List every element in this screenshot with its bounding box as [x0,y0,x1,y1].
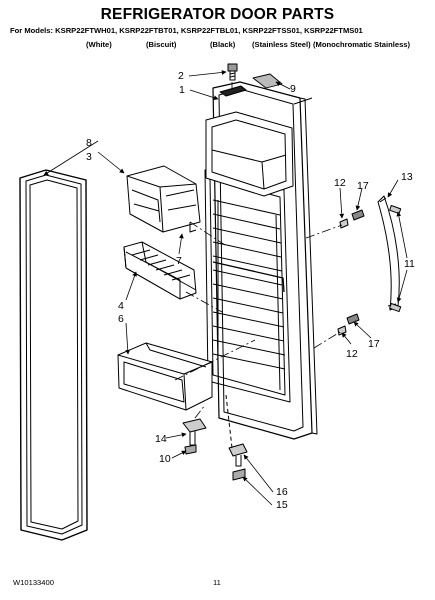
handle-screws-top [339,209,365,229]
door-panel [204,81,318,440]
callout-12-bottom: 12 [346,348,358,360]
handle-screws-bottom [337,313,360,336]
callout-14: 14 [155,433,167,445]
callout-6: 6 [118,313,124,325]
variant-black: (Black) [210,40,236,49]
variant-white: (White) [86,40,112,49]
callout-3: 3 [86,151,92,163]
dairy-compartment [126,165,201,233]
callout-17-top: 17 [357,180,369,192]
callout-11: 11 [404,258,415,270]
callout-1: 1 [179,84,185,96]
callout-4: 4 [118,300,124,312]
page-number: 11 [213,578,221,587]
door-bin [117,342,213,411]
egg-tray [123,241,197,300]
screw-top [227,63,238,81]
variant-monochromatic-stainless: (Monochromatic Stainless) [313,40,411,49]
callout-7: 7 [176,255,182,267]
callout-16: 16 [276,486,288,498]
callout-12-top: 12 [334,177,346,189]
callout-10: 10 [159,453,171,465]
callout-numbers: 2 1 9 8 3 7 4 6 12 17 13 11 12 17 14 10 … [86,70,415,511]
trim-strip [252,73,283,89]
lower-hinge [182,418,207,455]
callout-13: 13 [401,171,413,183]
assembly-lines [174,82,343,419]
document-number: W10133400 [13,578,54,587]
callout-8: 8 [86,137,92,149]
page-title: REFRIGERATOR DOOR PARTS [100,6,335,23]
model-list: For Models: KSRP22FTWH01, KSRP22FTBT01, … [10,26,363,35]
callout-9: 9 [290,83,296,95]
callout-leaders [43,70,408,506]
handle-assembly [377,195,402,313]
callout-17-bottom: 17 [368,338,380,350]
door-gasket [19,169,88,541]
variant-biscuit: (Biscuit) [146,40,177,49]
bottom-cam-parts [225,394,248,481]
callout-15: 15 [276,499,288,511]
callout-2: 2 [178,70,184,82]
variant-stainless-steel: (Stainless Steel) [252,40,311,49]
